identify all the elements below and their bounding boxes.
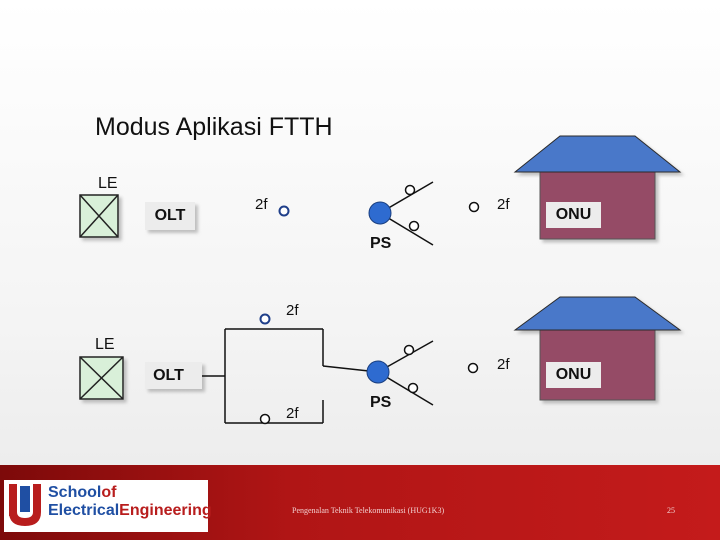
splitter-label-top: PS (370, 235, 392, 252)
splitter-node-top (368, 201, 392, 225)
le-label-top: LE (98, 175, 118, 192)
fiber-label-bottom-upper: 2f (286, 302, 299, 319)
connector-bottom-upper (259, 313, 271, 325)
splitter-node-bottom (366, 360, 390, 384)
connector-top-right (468, 201, 480, 213)
olt-box-bottom (145, 362, 202, 389)
splitter-label-bottom: PS (370, 394, 392, 411)
olt-label-bottom: OLT (153, 367, 184, 384)
logo-text-electrical: Electrical (48, 502, 120, 519)
olt-label-top: OLT (154, 207, 186, 224)
logo-text-of: of (101, 484, 117, 501)
logo-text-engineering: Engineering (119, 502, 212, 519)
school-logo: Schoolof ElectricalEngineering (4, 480, 212, 532)
le-box-bottom (79, 356, 124, 400)
le-label-bottom: LE (95, 336, 115, 353)
fiber-label-top-right: 2f (497, 196, 510, 213)
onu-label-bottom: ONU (555, 366, 592, 383)
le-box-top (79, 194, 119, 238)
slide-title: Modus Aplikasi FTTH (95, 113, 333, 141)
page-number: 25 (667, 506, 675, 515)
fiber-label-bottom-lower: 2f (286, 405, 299, 422)
university-emblem-icon (9, 484, 41, 526)
connector-bottom-lower (259, 413, 271, 425)
connector-top-left (278, 205, 290, 217)
fiber-label-bottom-right: 2f (497, 356, 510, 373)
onu-label-top: ONU (555, 206, 592, 223)
fiber-label-top-left: 2f (255, 196, 268, 213)
connector-splitter-down (407, 382, 419, 394)
logo-text-school: School (48, 484, 102, 501)
footer-course-text: Pengenalan Teknik Telekomunikasi (HUG1K3… (292, 506, 445, 515)
house-bottom (513, 296, 682, 401)
connector-bottom-right (467, 362, 479, 374)
olt-box-top (145, 202, 195, 230)
connector-splitter-down (408, 220, 420, 232)
onu-box-top (546, 202, 601, 228)
onu-box-bottom (546, 362, 601, 388)
connector-splitter-up (403, 344, 415, 356)
connector-splitter-up (404, 184, 416, 196)
